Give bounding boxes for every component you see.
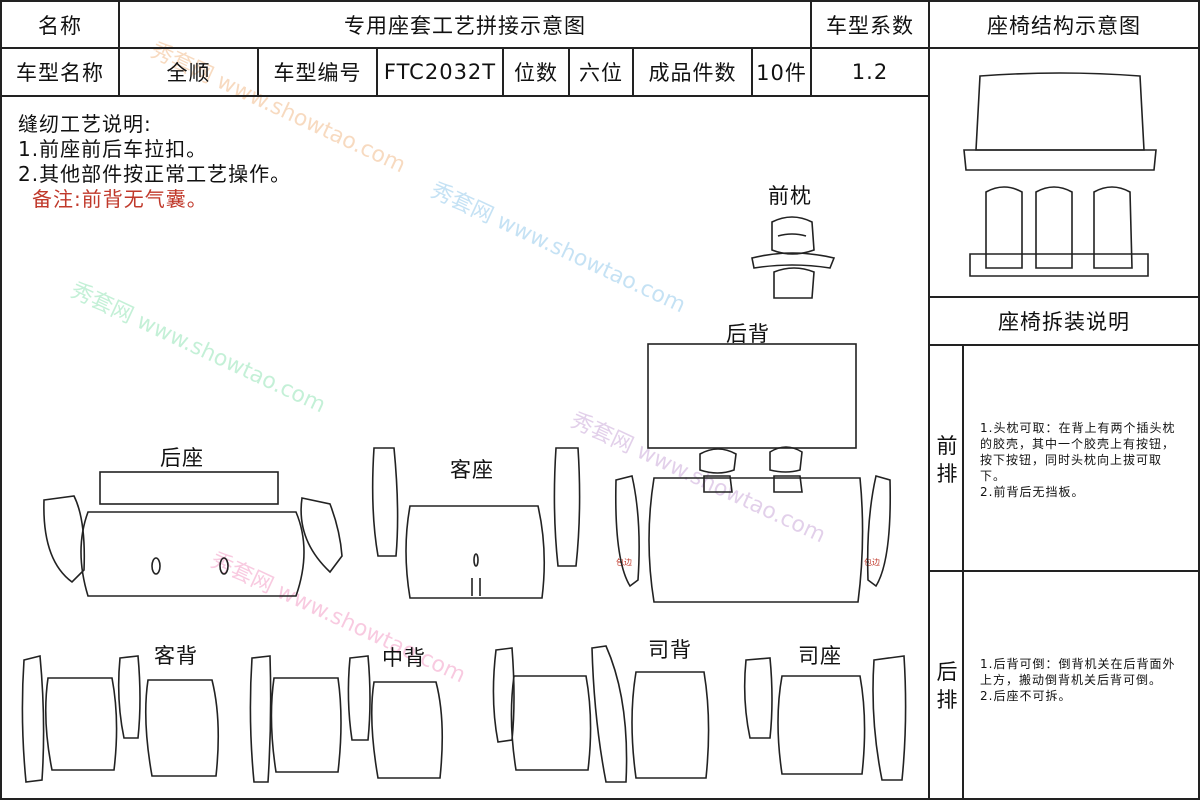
driver-seat-pieces: [743, 655, 907, 781]
seat-structure-illustration: [963, 72, 1157, 277]
driver-back-label: 司背: [648, 638, 692, 662]
sewing-notes: 缝纫工艺说明: 1.前座前后车拉扣。 2.其他部件按正常工艺操作。 备注:前背无…: [18, 112, 291, 212]
front-pillow-label: 前枕: [768, 184, 812, 208]
driver-back-pieces: [492, 645, 710, 783]
passenger-seat-pieces: [371, 447, 581, 599]
passenger-back-label: 客背: [154, 644, 198, 668]
rear-row-section: [928, 570, 1200, 800]
rear-row-text-2: 2.后座不可拆。: [980, 689, 1072, 703]
notes-remark: 备注:前背无气囊。: [32, 187, 208, 211]
model-name-cell: 全顺: [118, 47, 259, 97]
rear-back-label: 后背: [726, 322, 770, 346]
rear-seat-label: 后座: [160, 446, 204, 470]
passenger-seat-label: 客座: [450, 458, 494, 482]
notes-line-2: 2.其他部件按正常工艺操作。: [18, 162, 292, 186]
rear-row-label: 后排: [936, 660, 958, 712]
assembly-divider: [962, 344, 964, 800]
front-row-text-1: 1.头枕可取：在背上有两个插头枕的胶壳，其中一个胶壳上有按钮，按下按钮，同时头枕…: [980, 421, 1176, 483]
pieces-label-cell: 成品件数: [632, 47, 753, 97]
passenger-back-pieces: [21, 654, 220, 783]
notes-heading: 缝纫工艺说明:: [18, 112, 152, 136]
front-pillow-pieces: [751, 216, 836, 299]
middle-back-pieces: [249, 655, 444, 783]
rear-row-text: 1.后背可倒：倒背机关在后背面外上方，搬动倒背机关后背可倒。 2.后座不可拆。: [980, 656, 1182, 704]
rear-back-pieces: [614, 343, 892, 603]
coef-label-cell: 车型系数: [810, 0, 930, 49]
notes-line-1: 1.前座前后车拉扣。: [18, 137, 208, 161]
driver-seat-label: 司座: [798, 644, 842, 668]
front-row-label: 前排: [936, 434, 958, 486]
rear-seat-pieces: [43, 471, 343, 597]
edge-label-left: 包边: [616, 558, 632, 567]
front-row-text-2: 2.前背后无挡板。: [980, 485, 1085, 499]
edge-label-right: 包边: [864, 558, 880, 567]
rear-row-text-1: 1.后背可倒：倒背机关在后背面外上方，搬动倒背机关后背可倒。: [980, 657, 1176, 687]
front-row-text: 1.头枕可取：在背上有两个插头枕的胶壳，其中一个胶壳上有按钮，按下按钮，同时头枕…: [980, 420, 1182, 500]
middle-back-label: 中背: [382, 646, 426, 670]
